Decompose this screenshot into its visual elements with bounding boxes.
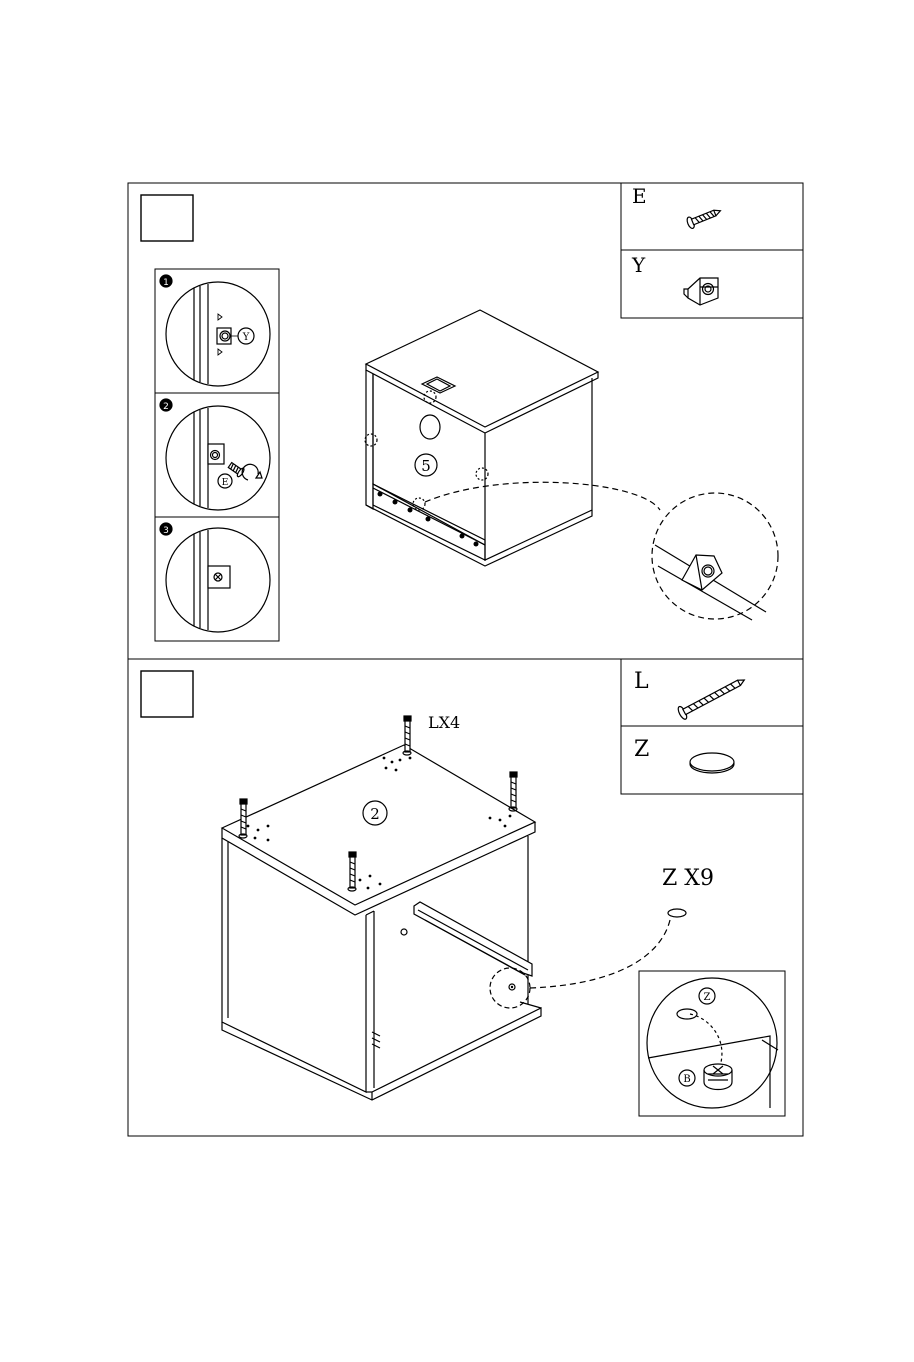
callout-y: Y	[242, 332, 250, 343]
part-z-letter: Z	[634, 737, 649, 762]
svg-text:1: 1	[163, 278, 169, 288]
substep-1: 1 Y	[160, 275, 270, 386]
svg-text:2: 2	[163, 402, 169, 412]
panel-2-label: 2	[370, 805, 380, 823]
cap-quantity-label: Z X9	[662, 866, 714, 891]
cap-detail: Z X9 Z B	[490, 866, 785, 1116]
step-2-frame	[128, 659, 803, 1136]
cover-cap-icon	[690, 753, 734, 773]
callout-e: E	[222, 478, 229, 488]
part-y-letter: Y	[631, 253, 646, 277]
step-2-number-box	[141, 671, 193, 717]
substep-2: 2 E	[160, 399, 270, 510]
callout-b: B	[683, 1074, 690, 1085]
screw-icon	[686, 205, 723, 229]
substep-3: 3	[160, 523, 270, 632]
long-screw-icon	[677, 674, 748, 721]
screw-right	[509, 772, 517, 811]
part-l-letter: L	[634, 669, 649, 694]
screw-quantity-label: LX4	[428, 713, 460, 732]
corner-bracket-icon	[684, 278, 718, 305]
panel-5-label: 5	[421, 457, 431, 475]
bracket-detail-zoom	[425, 482, 778, 620]
step-2-parts-box: L Z	[621, 659, 803, 794]
part-e-letter: E	[632, 184, 647, 208]
callout-z: Z	[704, 992, 711, 1003]
step-1-number-box	[141, 195, 193, 241]
svg-text:3: 3	[163, 526, 169, 536]
substeps-column: 1 Y 2	[155, 269, 279, 641]
cabinet-underside-view: 2	[222, 745, 541, 1100]
step-1-parts-box: E Y	[621, 183, 803, 318]
cabinet-back-view: 5	[365, 310, 598, 566]
